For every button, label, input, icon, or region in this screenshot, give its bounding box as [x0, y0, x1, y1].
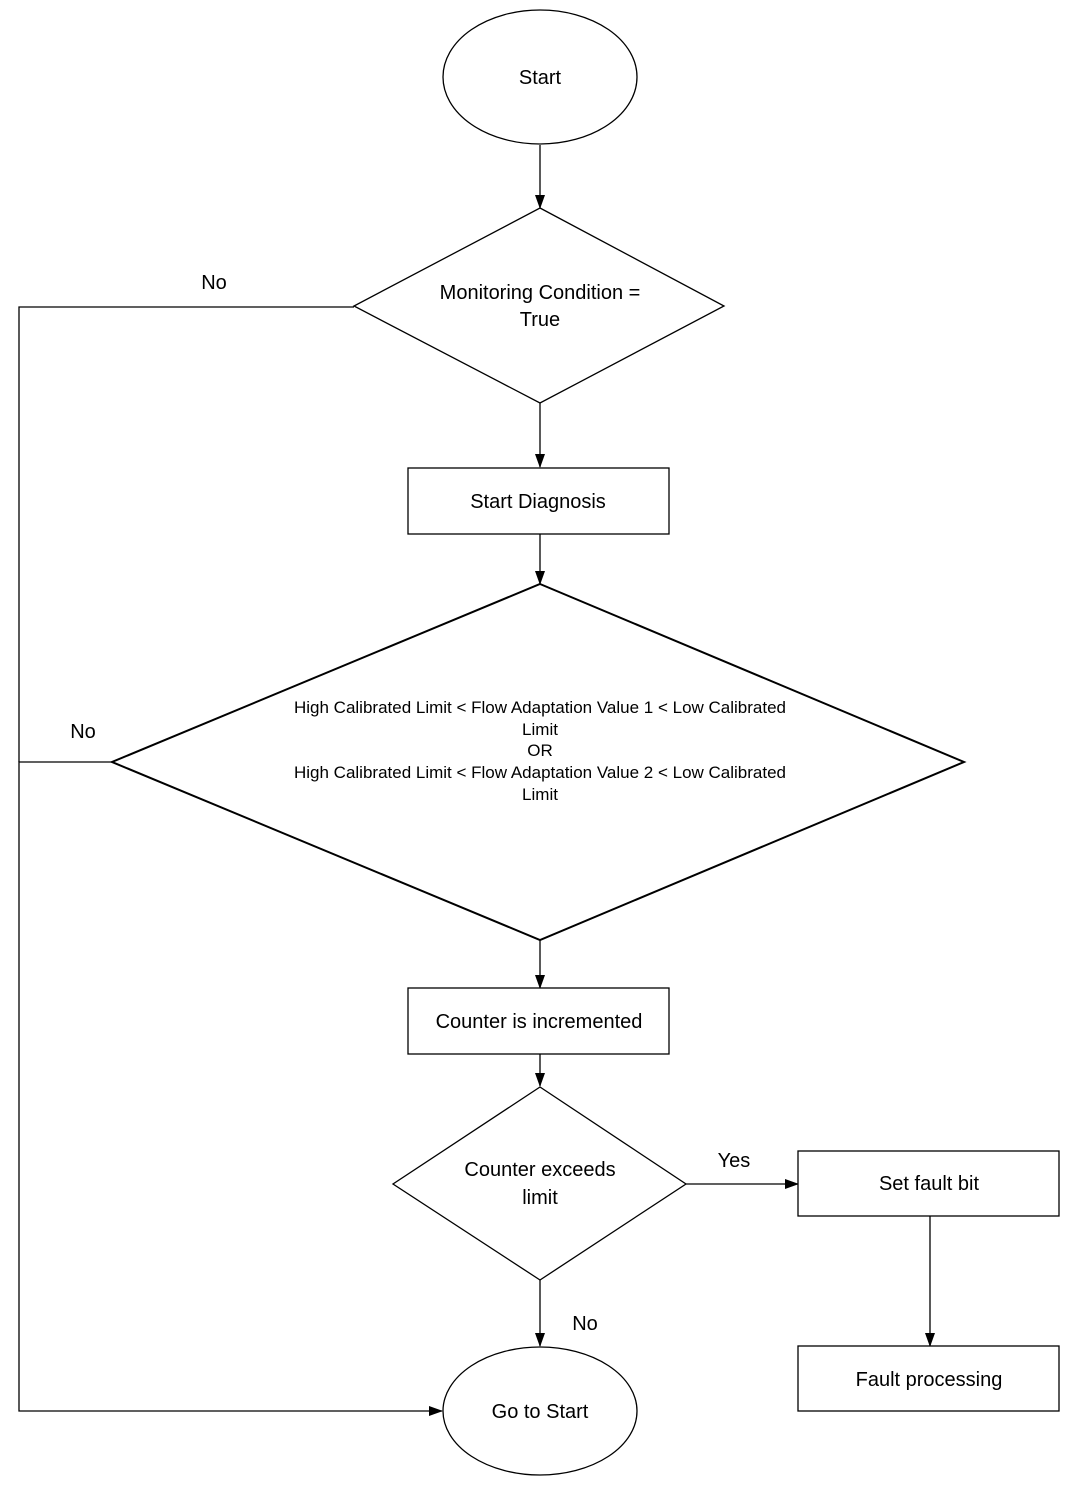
counter-exceeds-line1: Counter exceeds	[464, 1159, 615, 1181]
fault-processing-label: Fault processing	[856, 1369, 1003, 1391]
start-terminal	[442, 9, 638, 145]
counter-exceeds-decision	[391, 1086, 688, 1281]
set-fault-box	[797, 1150, 1060, 1217]
flow-check-line4: High Calibrated Limit < Flow Adaptation …	[294, 763, 786, 782]
counter-increment-label: Counter is incremented	[436, 1011, 643, 1033]
counter-increment-box	[407, 987, 670, 1055]
monitoring-decision	[352, 207, 726, 404]
flow-check-line3: OR	[527, 741, 553, 760]
monitoring-label-line1: Monitoring Condition =	[440, 282, 641, 304]
flow-check-line2: Limit	[522, 720, 558, 739]
flow-check-decision	[109, 582, 967, 942]
fault-processing-box	[797, 1345, 1060, 1412]
monitoring-label-line2: True	[520, 309, 560, 331]
monitoring-no-label: No	[201, 272, 227, 294]
flow-check-line1: High Calibrated Limit < Flow Adaptation …	[294, 698, 786, 717]
start-diagnosis-box	[407, 467, 670, 535]
counter-exceeds-line2: limit	[522, 1187, 558, 1209]
go-to-start-label: Go to Start	[492, 1401, 589, 1423]
counter-no-label: No	[572, 1313, 598, 1335]
counter-yes-label: Yes	[718, 1150, 751, 1172]
go-to-start-terminal	[442, 1346, 638, 1476]
start-diagnosis-label: Start Diagnosis	[470, 491, 606, 513]
set-fault-label: Set fault bit	[879, 1173, 980, 1195]
arrow-no-to-go-to-start	[18, 761, 443, 1416]
flow-check-no-label: No	[70, 721, 96, 743]
line-monitoring-no-branch	[18, 306, 354, 762]
start-label: Start	[519, 67, 562, 89]
flow-check-line5: Limit	[522, 785, 558, 804]
